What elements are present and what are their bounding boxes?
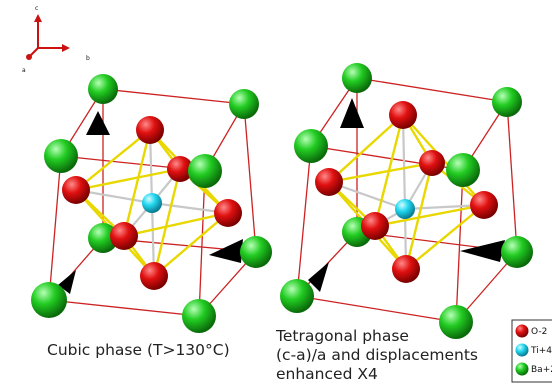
ba-atom — [88, 74, 118, 104]
ba-atom — [188, 154, 222, 188]
caption-cubic: Cubic phase (T>130°C) — [47, 341, 230, 359]
ba-atom — [342, 63, 372, 93]
o-atom — [361, 212, 389, 240]
legend-item-ba: Ba+2 — [515, 362, 552, 376]
legend-item-ti: Ti+4 — [515, 343, 552, 357]
ba-atom — [492, 87, 522, 117]
axis-label-c: c — [35, 5, 38, 12]
displacement-arrow — [340, 98, 364, 128]
o-atom — [315, 168, 343, 196]
o-atom — [470, 191, 498, 219]
ti-atom — [142, 193, 162, 213]
o-atom — [419, 150, 445, 176]
o-atom — [389, 101, 417, 129]
legend-label-ba: Ba+2 — [531, 365, 552, 375]
o-atom — [62, 176, 90, 204]
displacement-arrow — [460, 240, 505, 262]
axis-triad: c b a — [22, 5, 90, 74]
legend-label-o: O-2 — [531, 327, 547, 337]
displacement-arrow — [58, 270, 76, 294]
caption-tetragonal-line2: (c-a)/a and displacements — [276, 346, 478, 364]
o-atom — [136, 116, 164, 144]
ba-atom — [182, 299, 216, 333]
legend-label-ti: Ti+4 — [530, 346, 552, 356]
displacement-arrow — [308, 262, 329, 292]
displacement-arrow — [209, 239, 243, 263]
ti-atom — [395, 199, 415, 219]
legend-item-o: O-2 — [515, 324, 547, 338]
caption-tetragonal-line1: Tetragonal phase — [276, 327, 409, 345]
axis-label-b: b — [86, 55, 90, 62]
tetragonal-structure — [280, 63, 533, 339]
ba-atom — [31, 282, 67, 318]
o-atom — [392, 255, 420, 283]
axis-label-a: a — [22, 67, 26, 74]
ba-atom — [88, 223, 118, 253]
o-atom — [140, 262, 168, 290]
legend: O-2 Ti+4 Ba+2 — [511, 319, 552, 383]
ba-atom — [229, 89, 259, 119]
ba-atom — [439, 305, 473, 339]
ba-atom — [280, 279, 314, 313]
ba-atom — [294, 129, 328, 163]
o-atom — [214, 199, 242, 227]
displacement-arrow — [86, 111, 110, 135]
caption-tetragonal-line3: enhanced X4 — [276, 365, 378, 383]
cubic-structure — [31, 74, 272, 333]
ba-atom — [501, 236, 533, 268]
o-atom — [167, 156, 193, 182]
o-atom — [110, 222, 138, 250]
ba-atom — [44, 139, 78, 173]
ba-atom — [446, 153, 480, 187]
ba-atom — [240, 236, 272, 268]
